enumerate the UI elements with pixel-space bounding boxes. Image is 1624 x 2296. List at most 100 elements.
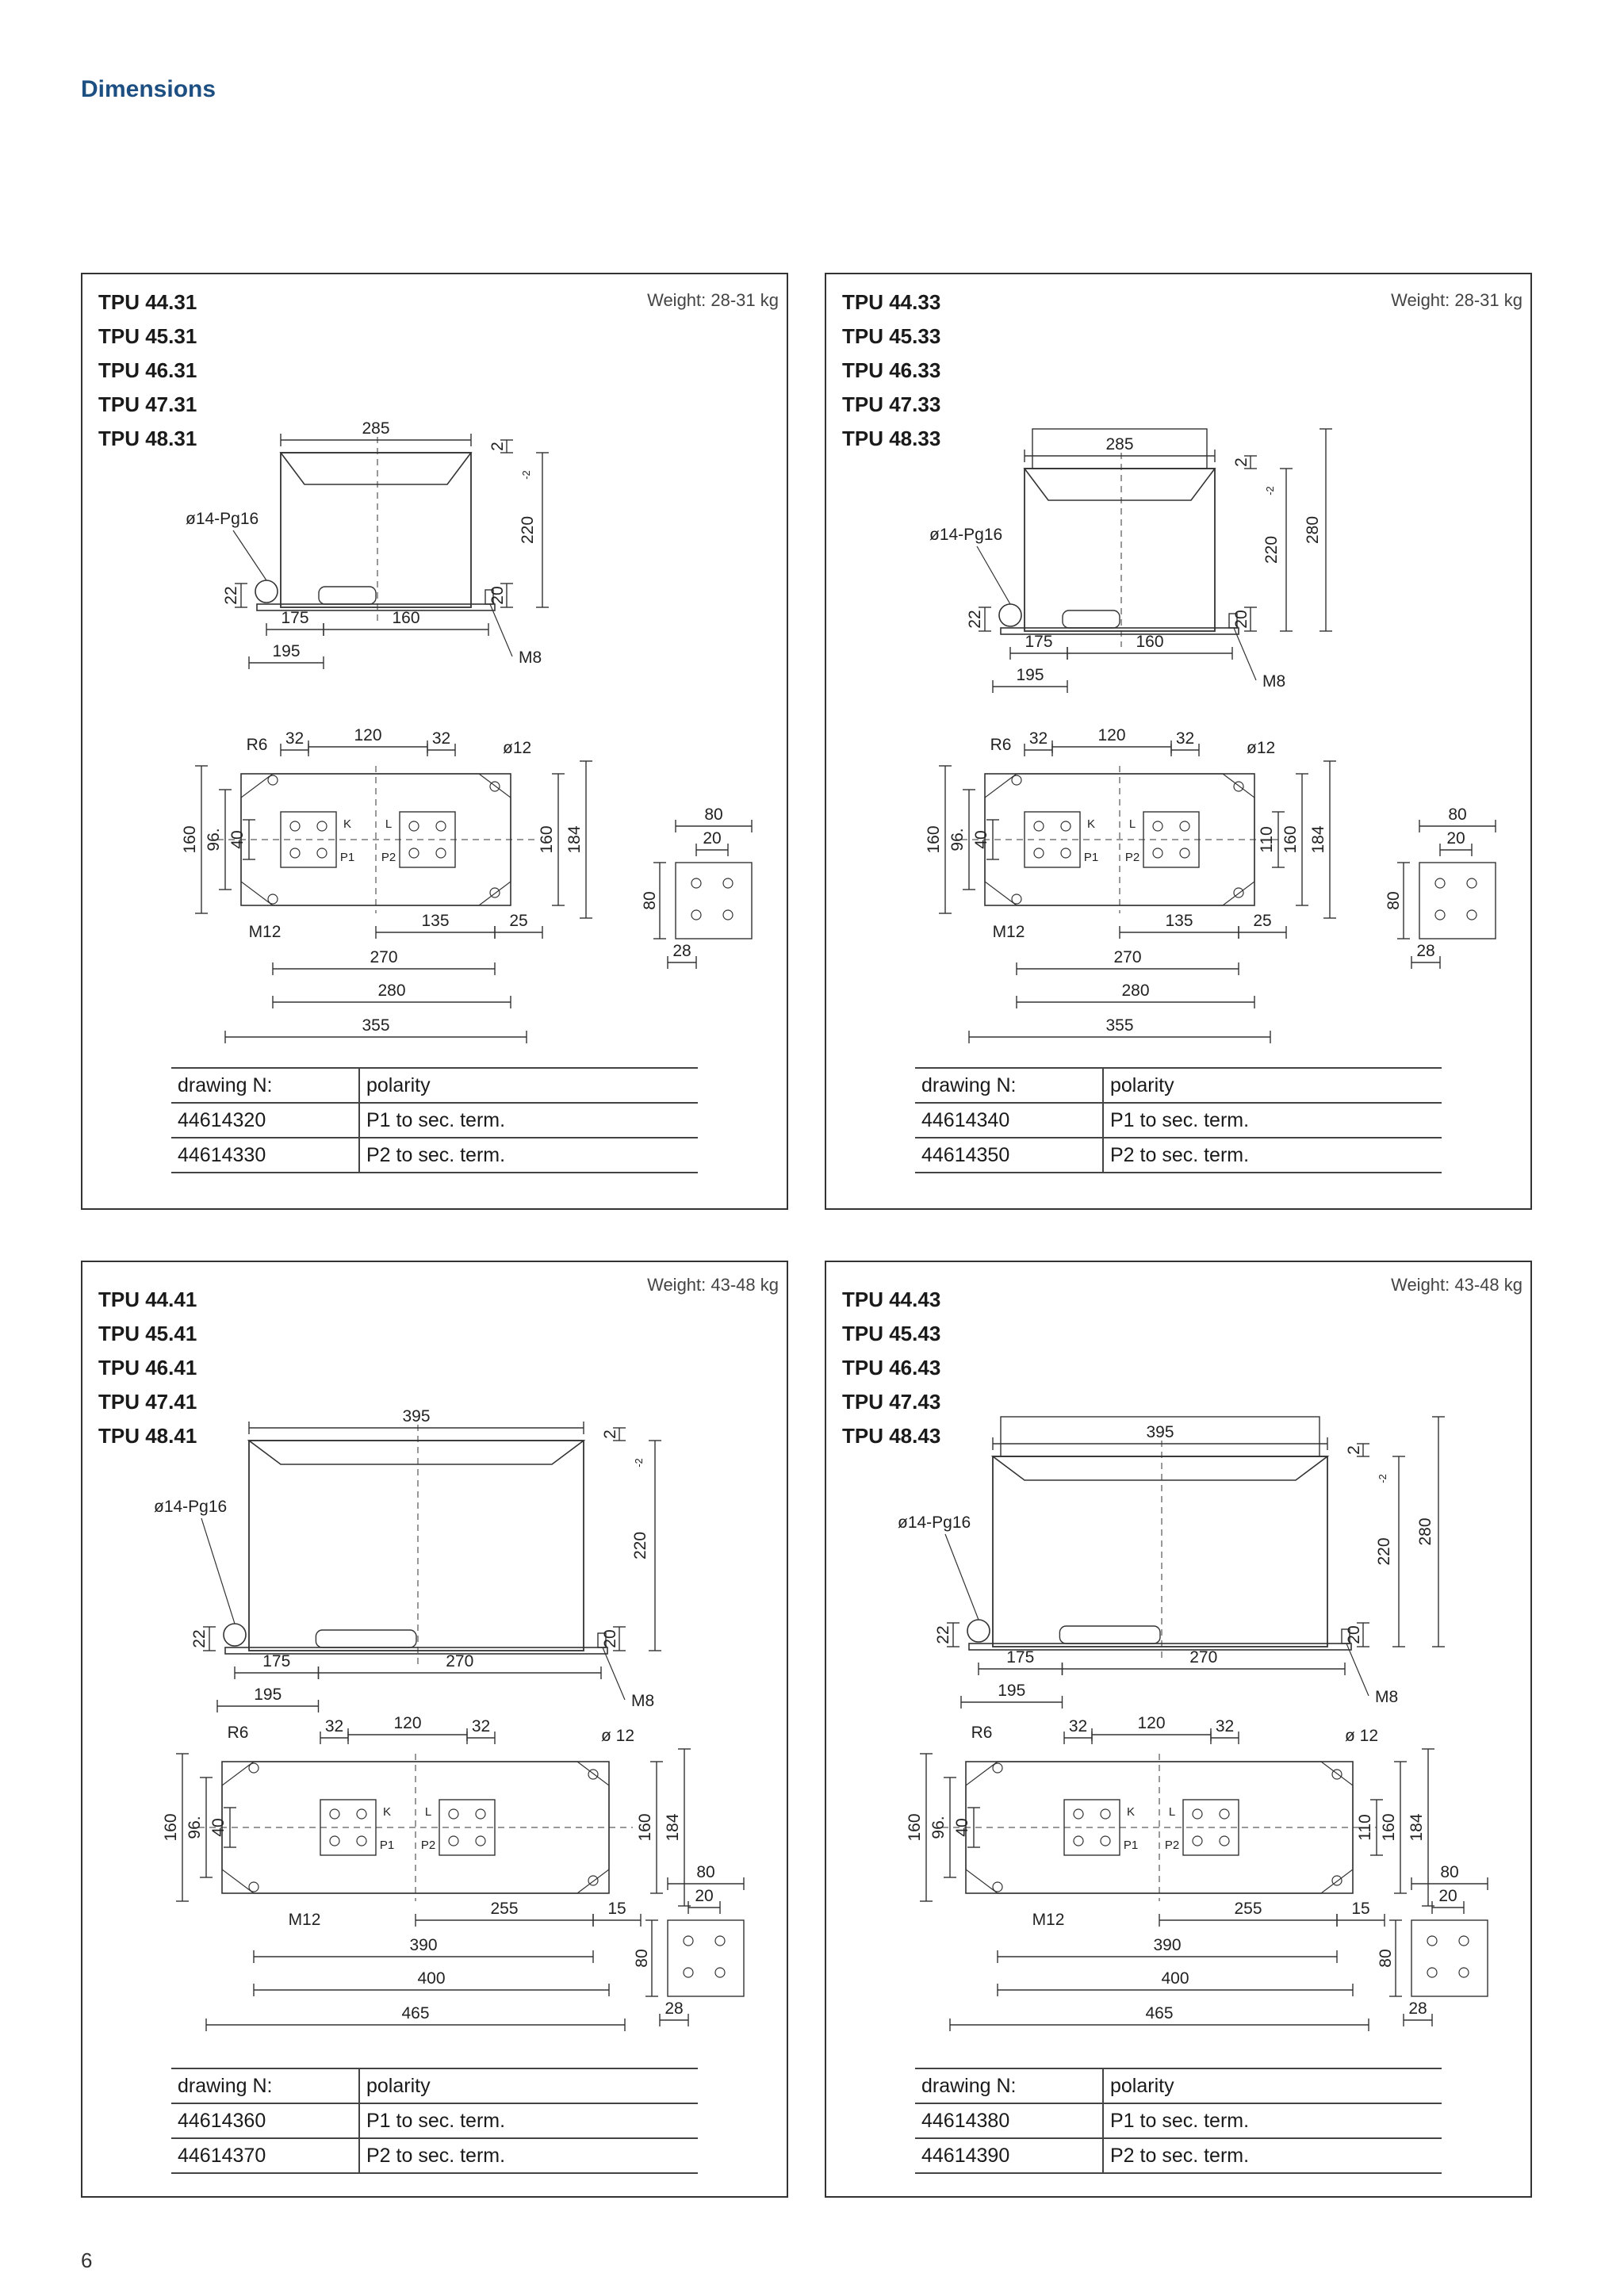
terminal-l: L xyxy=(425,1805,431,1819)
housing-base-plate xyxy=(1000,627,1239,635)
primary-terminal-p2 xyxy=(399,811,456,868)
dim-160-label: 270 xyxy=(1189,1648,1217,1667)
m12-label: M12 xyxy=(1032,1911,1065,1929)
dim-280w-label: 400 xyxy=(1161,1969,1189,1988)
mounting-hole xyxy=(1233,887,1244,898)
cable-gland-icon xyxy=(967,1619,990,1643)
dim-20-label: 20 xyxy=(1232,610,1251,628)
primary-terminal-p1-bolt xyxy=(1073,1808,1084,1820)
terminal-detail-hole xyxy=(691,878,702,889)
dim-v160-label: 160 xyxy=(925,825,943,853)
dim-height-tolerance: -2 xyxy=(633,1458,645,1468)
table-header-row: drawing N:polarity xyxy=(915,2068,1442,2104)
r6-label: R6 xyxy=(228,1724,249,1742)
table-cell: 44614360 xyxy=(171,2103,360,2139)
primary-terminal-p1 xyxy=(320,1799,377,1856)
housing-top xyxy=(279,452,473,485)
dim-120-label: 120 xyxy=(354,726,381,744)
terminal-k: K xyxy=(383,1805,391,1819)
primary-terminal-p1-bolt xyxy=(329,1835,340,1846)
mounting-hole xyxy=(267,894,278,905)
dim-v160-label: 160 xyxy=(162,1813,180,1841)
terminal-l: L xyxy=(1129,817,1136,831)
housing-base-plate xyxy=(968,1643,1352,1651)
dim-v184-label: 184 xyxy=(565,825,584,853)
r6-label: R6 xyxy=(971,1724,993,1742)
dim-355-label: 355 xyxy=(1105,1016,1133,1035)
gland-leader xyxy=(232,530,267,581)
housing-base-plate xyxy=(256,603,496,611)
dim-height-label: 220 xyxy=(1375,1537,1393,1565)
weight-label: Weight: 28-31 kg xyxy=(1391,290,1522,310)
dim-v96-label: 96. xyxy=(929,1816,948,1839)
dim-32b-label: 32 xyxy=(1216,1717,1234,1735)
model-name: TPU 46.31 xyxy=(98,358,197,382)
housing-top xyxy=(990,1456,1330,1481)
dim-25-label: 25 xyxy=(1253,912,1271,930)
terminal-p1-label: P1 xyxy=(380,1839,394,1852)
dim-top-width-label: 395 xyxy=(402,1407,430,1425)
table-header-row: drawing N:polarity xyxy=(915,1067,1442,1104)
r6-label: R6 xyxy=(247,736,268,754)
primary-terminal-p2-bolt xyxy=(1192,1835,1203,1846)
primary-terminal-p1-bolt xyxy=(1060,848,1071,859)
dim-355-label: 465 xyxy=(1145,2004,1173,2022)
dim-32b-label: 32 xyxy=(1176,729,1194,748)
housing-body xyxy=(280,452,472,608)
earth-bolt-icon xyxy=(485,589,494,605)
primary-terminal-p2-bolt xyxy=(1179,821,1190,832)
terminal-l: L xyxy=(1169,1805,1175,1819)
primary-terminal-p1 xyxy=(280,811,337,868)
table-cell: P1 to sec. term. xyxy=(1103,1103,1442,1138)
dim-d20-label: 20 xyxy=(1438,1887,1457,1905)
dim-32b-label: 32 xyxy=(472,1717,490,1735)
gland-label: ø14-Pg16 xyxy=(154,1498,227,1516)
primary-terminal-p1-bolt xyxy=(356,1808,367,1820)
primary-terminal-p2 xyxy=(439,1799,496,1856)
table-cell: drawing N: xyxy=(915,2068,1104,2104)
dim-20-label: 20 xyxy=(488,586,507,604)
dim-32b-label: 32 xyxy=(432,729,450,748)
model-name: TPU 45.31 xyxy=(98,324,197,348)
cable-gland-icon xyxy=(998,603,1022,627)
m12-label: M12 xyxy=(249,923,282,941)
dim-d80v-label: 80 xyxy=(1385,891,1403,909)
dim-20-label: 20 xyxy=(601,1629,619,1647)
mounting-hole xyxy=(267,775,278,786)
dim-32a-label: 32 xyxy=(1029,729,1048,748)
terminal-detail-hole xyxy=(1466,909,1477,920)
dim-195-label: 195 xyxy=(998,1682,1025,1700)
terminal-detail xyxy=(675,862,753,939)
dim-160-label: 270 xyxy=(446,1652,473,1670)
weight-label: Weight: 28-31 kg xyxy=(647,290,779,310)
model-name: TPU 46.33 xyxy=(842,358,941,382)
table-cell: P1 to sec. term. xyxy=(359,2103,698,2139)
dim-v40-label: 40 xyxy=(209,1818,228,1836)
dim-270-label: 390 xyxy=(1153,1936,1181,1954)
mounting-hole xyxy=(588,1769,599,1780)
dim-d80-label: 80 xyxy=(1448,806,1466,824)
primary-terminal-p1-bolt xyxy=(316,848,327,859)
dim-195-label: 195 xyxy=(254,1686,282,1704)
m12-label: M12 xyxy=(993,923,1025,941)
model-name: TPU 46.41 xyxy=(98,1356,197,1380)
hole-label: ø 12 xyxy=(601,1727,634,1745)
dim-135-label: 135 xyxy=(1165,912,1193,930)
housing-window xyxy=(318,586,377,605)
housing-window xyxy=(1062,610,1120,629)
mounting-hole xyxy=(489,781,500,792)
earth-bolt-icon xyxy=(1228,613,1238,629)
gland-label: ø14-Pg16 xyxy=(929,526,1002,544)
dim-22-label: 22 xyxy=(934,1625,952,1644)
table-cell: P2 to sec. term. xyxy=(1103,1138,1442,1173)
dim-270-label: 270 xyxy=(1113,948,1141,966)
model-name: TPU 45.33 xyxy=(842,324,941,348)
model-name: TPU 44.41 xyxy=(98,1288,197,1311)
model-name: TPU 44.33 xyxy=(842,290,941,314)
